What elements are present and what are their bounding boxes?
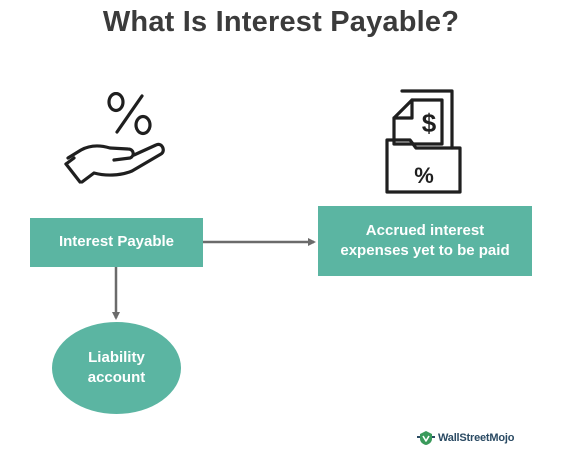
svg-text:$: $ xyxy=(422,108,437,138)
liability-label-line2: account xyxy=(87,369,146,386)
liability-account-ellipse: Liability account xyxy=(52,322,181,414)
liability-label-line1: Liability xyxy=(88,348,145,366)
accrued-interest-box: Accrued interest expenses yet to be paid xyxy=(318,206,532,276)
accrued-label-line2: expenses yet to be paid xyxy=(340,242,510,259)
dollar-document-folder-icon: $ % xyxy=(385,89,462,194)
interest-payable-label: Interest Payable xyxy=(58,233,175,251)
svg-text:%: % xyxy=(414,163,434,188)
hand-percent-icon xyxy=(64,92,165,184)
interest-payable-box: Interest Payable xyxy=(30,218,203,267)
accrued-label-line1: Accrued interest xyxy=(365,221,485,239)
logo-mark-icon xyxy=(417,431,435,445)
page-title: What Is Interest Payable? xyxy=(102,6,460,38)
wallstreetmojo-logo: WallStreetMojo xyxy=(417,430,514,446)
logo-text: WallStreetMojo xyxy=(438,432,515,444)
